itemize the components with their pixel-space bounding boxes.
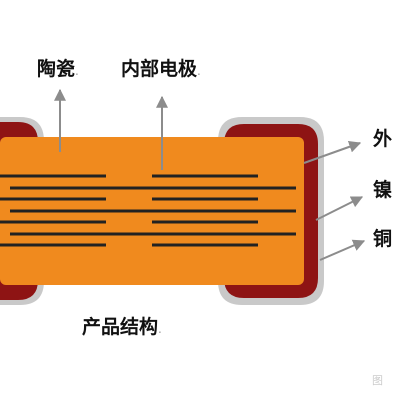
label-inner-electrode: 内部电极. — [121, 60, 201, 79]
callout-arrows — [54, 88, 366, 261]
arrow-outer-layer — [303, 140, 362, 164]
watermark: 图 — [372, 374, 383, 387]
inner-electrodes — [0, 174, 296, 247]
label-ceramic: 陶瓷. — [37, 60, 79, 79]
label-ceramic-text: 陶瓷 — [37, 58, 76, 80]
label-ceramic-dot: . — [75, 64, 79, 78]
arrow-nickel-layer — [315, 196, 364, 221]
label-product-structure-dot: . — [158, 322, 162, 336]
label-nickel-layer: 镍 — [373, 179, 393, 201]
label-inner-electrode-text: 内部电极 — [121, 58, 198, 80]
label-product-structure-text: 产品结构 — [82, 316, 159, 338]
label-outer-layer: 外 — [373, 128, 393, 150]
label-inner-electrode-dot: . — [197, 64, 201, 78]
label-product-structure: 产品结构. — [82, 318, 162, 337]
arrow-copper-layer — [319, 239, 366, 261]
label-copper-layer: 铜 — [373, 228, 393, 250]
